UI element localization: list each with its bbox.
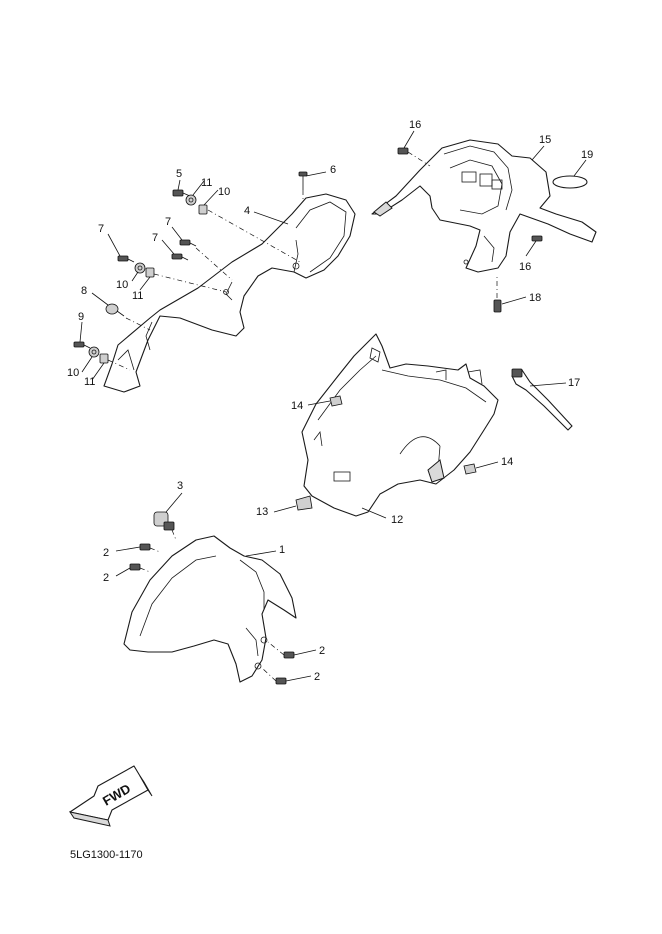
part-1-front-fender (123, 511, 297, 685)
part-12-inner-panel (295, 333, 499, 517)
callout-12: 12 (391, 514, 403, 526)
callout-13: 13 (256, 506, 268, 518)
part-17-cable-band (511, 368, 573, 431)
callout-9: 9 (78, 311, 84, 323)
part-4-front-cover (103, 193, 356, 393)
callout-1: 1 (279, 544, 285, 556)
callout-2: 2 (314, 671, 320, 683)
callout-17: 17 (568, 377, 580, 389)
callout-4: 4 (244, 205, 250, 217)
fwd-arrow-icon: FWD (68, 765, 153, 827)
callout-15: 15 (539, 134, 551, 146)
part-15-headlight-cover (371, 139, 597, 313)
callout-7: 7 (98, 223, 104, 235)
callout-8: 8 (81, 285, 87, 297)
callout-11: 11 (201, 177, 212, 189)
callout-16: 16 (409, 119, 421, 131)
callout-5: 5 (176, 168, 182, 180)
callout-16: 16 (519, 261, 531, 273)
callout-14: 14 (501, 456, 513, 468)
diagram-code: 5LG1300-1170 (70, 849, 143, 861)
callout-2: 2 (103, 547, 109, 559)
callout-7: 7 (165, 216, 171, 228)
callout-11: 11 (84, 376, 95, 388)
callout-3: 3 (177, 480, 183, 492)
callout-leaders (79, 130, 587, 682)
callout-10: 10 (67, 367, 79, 379)
callout-11: 11 (132, 290, 143, 302)
callout-14: 14 (291, 400, 303, 412)
callout-6: 6 (330, 164, 336, 176)
callout-7: 7 (152, 232, 158, 244)
callout-2: 2 (319, 645, 325, 657)
callout-numbers: 1 2 2 2 2 3 4 5 6 7 7 7 8 9 10 10 10 11 … (67, 119, 593, 683)
callout-2: 2 (103, 572, 109, 584)
callout-18: 18 (529, 292, 541, 304)
callout-19: 19 (581, 149, 593, 161)
callout-10: 10 (116, 279, 128, 291)
part-4-hardware (73, 171, 308, 371)
callout-10: 10 (218, 186, 230, 198)
